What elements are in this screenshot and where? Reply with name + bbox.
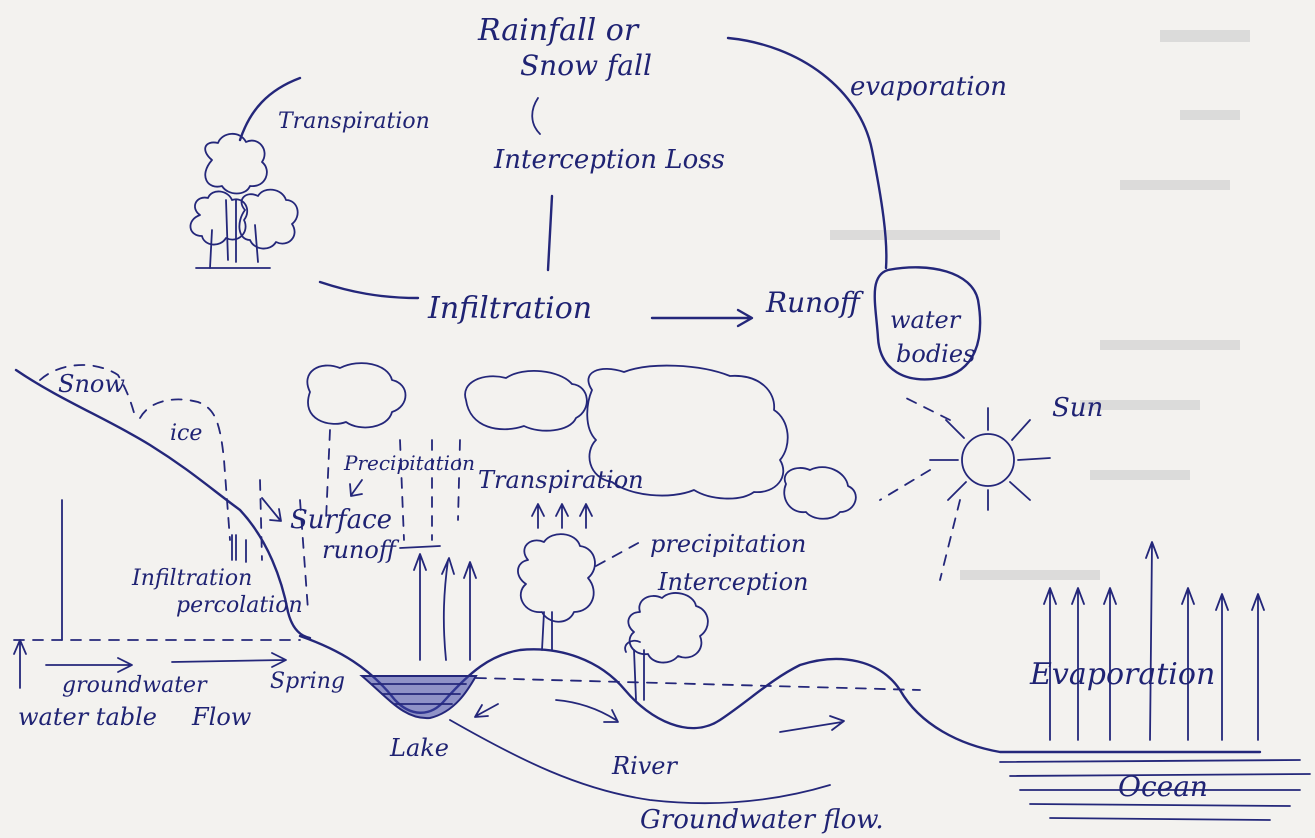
sun-ray-dash	[899, 394, 951, 421]
tree-icon	[517, 533, 596, 651]
spring-label: Spring	[270, 669, 345, 694]
arrow-icon	[474, 703, 499, 718]
river-label: River	[611, 752, 679, 780]
interception-label: Interception	[657, 568, 809, 596]
groundwater-label: groundwater	[62, 673, 208, 698]
mountain-slope	[14, 368, 312, 640]
arrow-icon	[349, 479, 363, 497]
precipitation-pointer	[595, 541, 641, 567]
lake-hatch	[371, 683, 467, 705]
infiltration-curve	[318, 280, 420, 300]
paper-bleed-through	[830, 30, 1250, 580]
tree-icon	[189, 132, 299, 269]
runoff-label: Runoff	[765, 286, 864, 319]
evaporation-top-label: evaporation	[850, 72, 1007, 102]
cloud-icon	[306, 362, 407, 429]
ice-boundary	[139, 398, 231, 541]
rainfall-label: Rainfall or	[477, 13, 640, 48]
water-level-dash	[475, 677, 921, 691]
sun-label: Sun	[1052, 393, 1103, 423]
arrow-icon	[579, 503, 593, 529]
lake-water	[359, 675, 478, 720]
transpiration-landscape-label: Transpiration	[478, 466, 644, 494]
precipitation-tree-label: precipitation	[650, 530, 806, 558]
arrow-icon	[441, 557, 455, 661]
interception-line	[546, 194, 554, 272]
runoff-underline	[399, 545, 441, 549]
interception-bracket	[531, 97, 541, 135]
arrow-icon	[261, 497, 282, 522]
sun-ray-dash	[939, 499, 961, 581]
cycle-arc-right	[726, 36, 888, 270]
transpiration-top-label: Transpiration	[278, 109, 430, 134]
ice-label: ice	[170, 421, 202, 446]
arrow-icon	[171, 652, 287, 668]
cloud-icon	[586, 364, 789, 500]
sun-ray-dash	[879, 469, 931, 501]
arrow-icon	[13, 639, 27, 689]
infiltration-label-1: Infiltration	[131, 566, 252, 591]
top-cycle: Rainfall or Snow fall evaporation Transp…	[189, 13, 1007, 381]
water-bodies-label-2: bodies	[896, 340, 975, 368]
water-bodies-label-1: water	[890, 306, 962, 334]
snow-boundary	[39, 364, 137, 421]
arrow-icon	[463, 561, 477, 661]
arrow-icon	[231, 534, 247, 563]
water-table-label: water table	[18, 703, 157, 731]
arrow-icon	[650, 308, 754, 328]
surface-runoff-label-2: runoff	[322, 536, 400, 564]
sun-icon	[929, 407, 1051, 511]
ocean-label: Ocean	[1118, 770, 1208, 803]
precipitation-dash	[399, 439, 405, 541]
cloud-icon	[464, 370, 588, 432]
groundwater-curve	[449, 719, 831, 805]
cloud-icon	[783, 466, 857, 520]
water-bodies-outline	[873, 266, 982, 381]
infiltration-label-2: percolation	[176, 593, 303, 618]
snowfall-label: Snow fall	[520, 49, 652, 82]
arrow-icon	[555, 699, 619, 723]
arrow-icon	[779, 715, 845, 733]
infiltration-dash-2	[299, 499, 309, 611]
precipitation-cloud-label: Precipitation	[343, 451, 475, 475]
tree-icon	[624, 592, 709, 701]
arrow-icon	[45, 657, 133, 673]
landscape: Snow ice Surface runoff Infiltration per…	[13, 362, 1311, 835]
infiltration-dash-1	[259, 479, 263, 561]
snow-label: Snow	[58, 370, 125, 398]
arrow-icon	[413, 553, 427, 661]
evaporation-ocean-label: Evaporation	[1029, 657, 1215, 692]
evaporation-arrows	[1043, 541, 1265, 741]
precipitation-dash	[325, 429, 331, 521]
flow-label: Flow	[191, 703, 252, 731]
precipitation-dash	[457, 439, 461, 521]
surface-runoff-label-1: Surface	[290, 505, 392, 535]
lake-label: Lake	[389, 734, 449, 762]
groundwater-flow-label: Groundwater flow.	[640, 805, 884, 835]
arrow-icon	[555, 503, 569, 529]
ocean-lines	[999, 759, 1311, 821]
arrow-icon	[531, 503, 545, 529]
cycle-arc-left	[238, 76, 302, 142]
interception-loss-label: Interception Loss	[493, 145, 725, 175]
infiltration-top-label: Infiltration	[427, 291, 592, 326]
